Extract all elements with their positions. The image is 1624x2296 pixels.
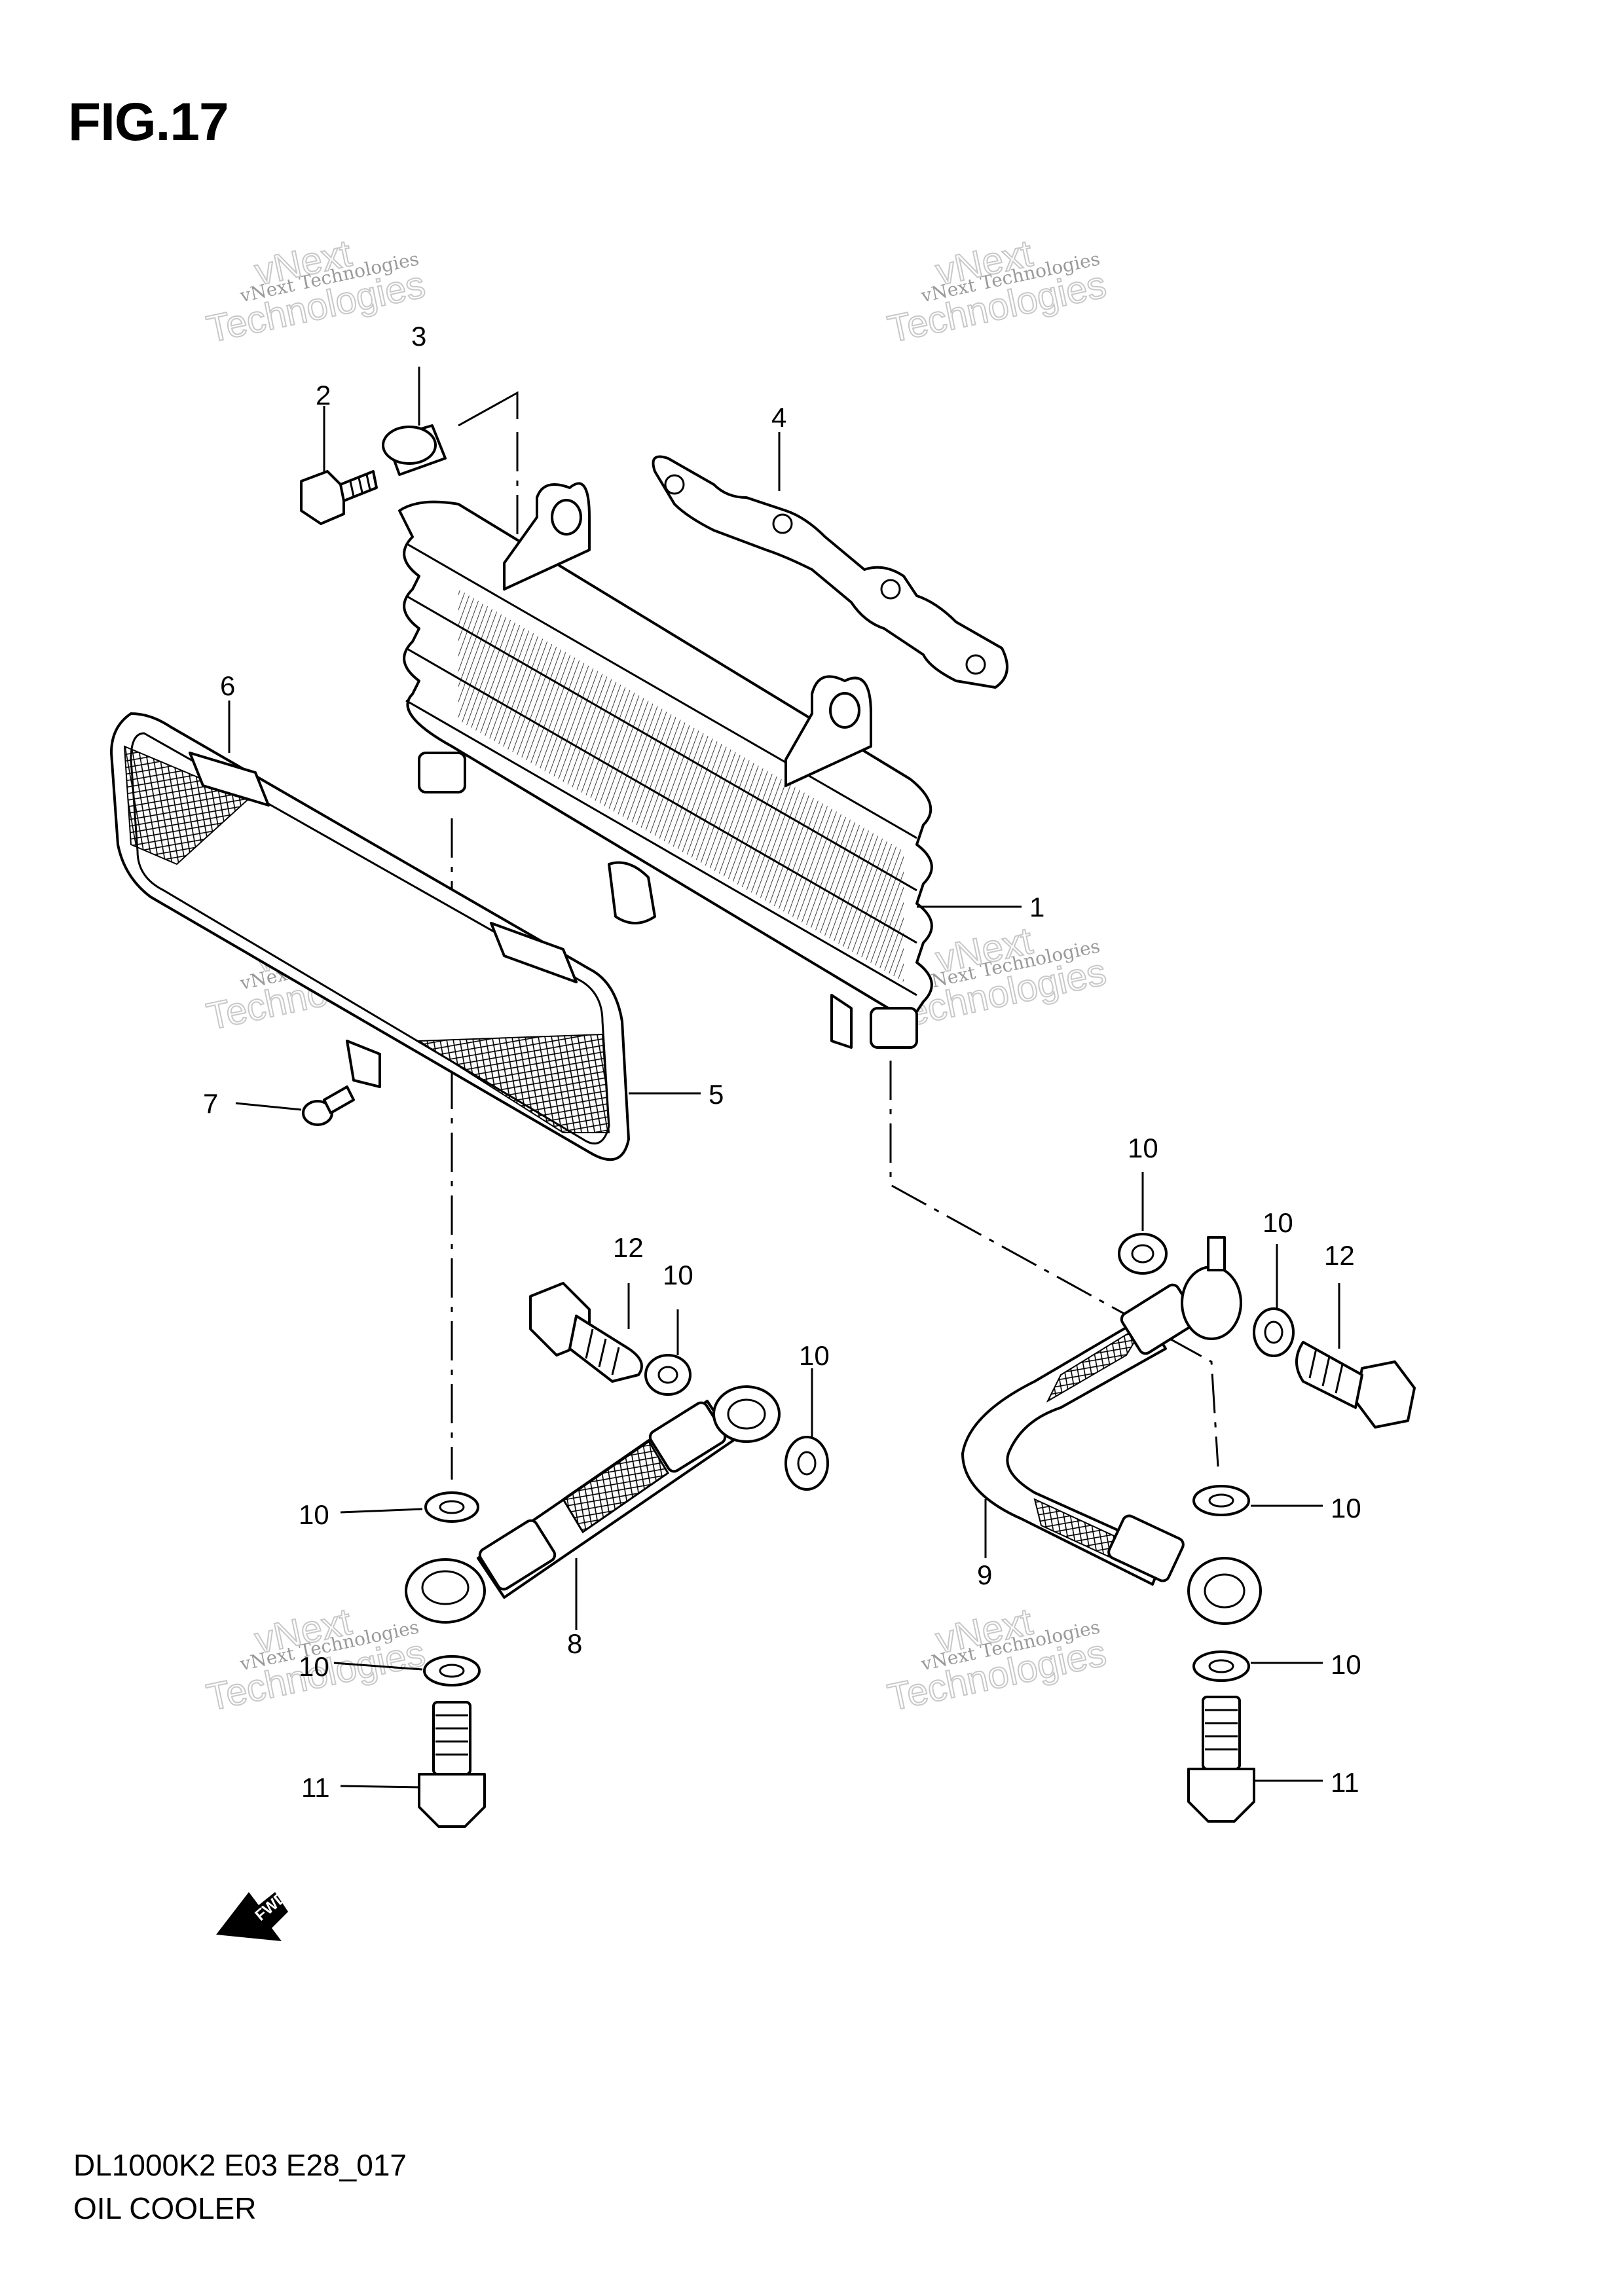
assembly-lines — [451, 391, 1219, 1480]
watermark-top-left: vNext Technologies vNext Technologies — [202, 231, 430, 352]
callout-3: 3 — [411, 321, 426, 352]
watermark-top-center: vNext Technologies vNext Technologies — [883, 231, 1111, 352]
callout-10-e: 10 — [299, 1499, 329, 1530]
hose-part-8 — [405, 1385, 781, 1624]
callout-11-a: 11 — [301, 1772, 330, 1803]
forward-arrow-icon: FWD — [216, 1888, 291, 1941]
callout-labels: 1 2 3 4 5 6 7 10 10 10 10 10 10 10 10 8 … — [203, 321, 1361, 1803]
union-bolt-part-11-group — [418, 1696, 1255, 1828]
callout-2: 2 — [316, 380, 331, 410]
callout-6: 6 — [220, 670, 235, 701]
callout-12-b: 12 — [1324, 1240, 1355, 1271]
hose-part-9 — [961, 1236, 1262, 1625]
callout-10-f: 10 — [1331, 1493, 1361, 1523]
callout-10-d: 10 — [799, 1340, 830, 1371]
callout-1: 1 — [1029, 892, 1044, 922]
callout-12-a: 12 — [613, 1232, 644, 1263]
grille-guard-part-5 — [110, 712, 630, 1161]
callout-5: 5 — [709, 1079, 724, 1110]
leader-lines — [228, 367, 1340, 1789]
bolt-part-12-group — [529, 1282, 1416, 1429]
part-group-name: OIL COOLER — [73, 2191, 257, 2225]
callout-10-g: 10 — [299, 1651, 329, 1682]
callout-10-a: 10 — [1128, 1133, 1158, 1163]
washer-part-10-group — [423, 1233, 1295, 1686]
callout-9: 9 — [977, 1559, 992, 1590]
cushion-part-3 — [382, 424, 447, 476]
callout-10-c: 10 — [663, 1260, 693, 1290]
callout-11-b: 11 — [1331, 1767, 1359, 1798]
callout-10-h: 10 — [1331, 1649, 1361, 1680]
screw-part-7 — [302, 1085, 355, 1126]
figure-title: FIG.17 — [68, 92, 229, 152]
callout-8: 8 — [567, 1628, 582, 1659]
model-code: DL1000K2 E03 E28_017 — [73, 2148, 407, 2182]
callout-4: 4 — [771, 402, 786, 433]
callout-7: 7 — [203, 1088, 218, 1119]
bolt-part-2 — [300, 470, 378, 525]
oil-cooler-core — [398, 482, 933, 1049]
bracket-part-4 — [652, 455, 1008, 689]
callout-10-b: 10 — [1263, 1207, 1293, 1238]
watermark-low-center: vNext Technologies vNext Technologies — [883, 1599, 1111, 1720]
